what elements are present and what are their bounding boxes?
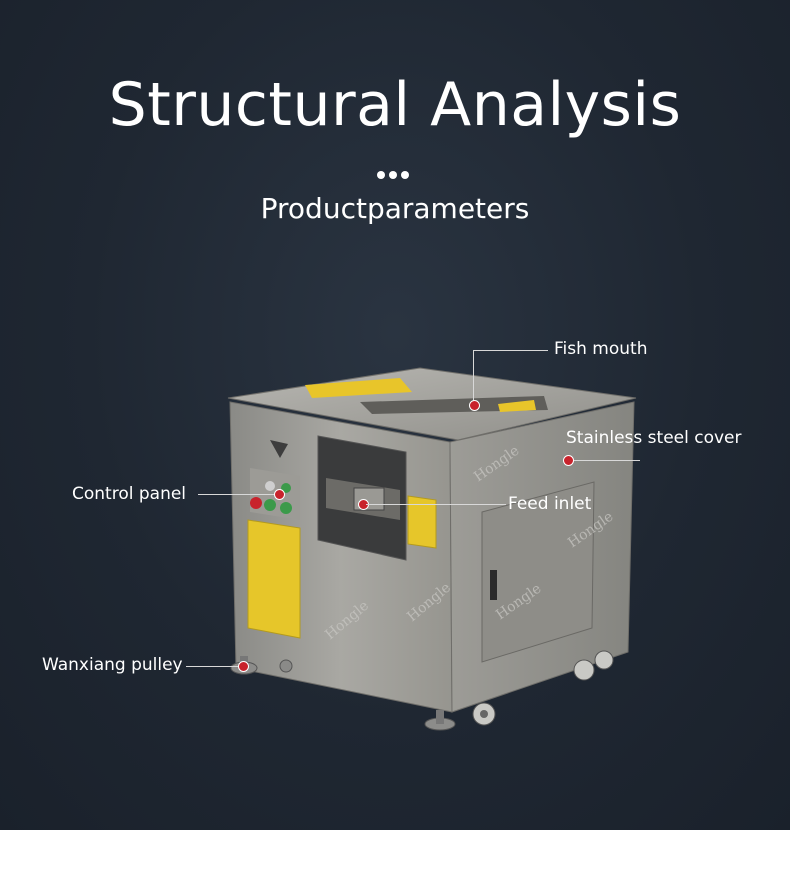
stainless-cover-leader-line xyxy=(570,460,640,461)
wanxiang-pulley-marker xyxy=(238,661,249,672)
feed-inlet-leader-line xyxy=(366,504,506,505)
stainless-cover-marker xyxy=(563,455,574,466)
fish-mouth-label: Fish mouth xyxy=(554,339,648,359)
fish-mouth-leader-line xyxy=(473,350,548,351)
wanxiang-pulley-label: Wanxiang pulley xyxy=(42,655,183,675)
page-subtitle: Productparameters xyxy=(260,192,530,225)
control-panel-leader-line xyxy=(198,494,278,495)
control-panel-label: Control panel xyxy=(72,484,187,504)
control-panel-marker xyxy=(274,489,285,500)
decorative-dots xyxy=(377,166,417,179)
page-title: Structural Analysis xyxy=(108,70,682,140)
fish-mouth-leader-line xyxy=(473,350,474,404)
feed-inlet-label: Feed inlet xyxy=(508,494,592,514)
fish-slicer-machine-image: Hongle Hongle Hongle Hongle Hongle xyxy=(227,367,637,731)
stainless-cover-label: Stainless steel cover xyxy=(566,428,742,448)
wanxiang-pulley-leader-line xyxy=(186,666,242,667)
fish-mouth-marker xyxy=(469,400,480,411)
